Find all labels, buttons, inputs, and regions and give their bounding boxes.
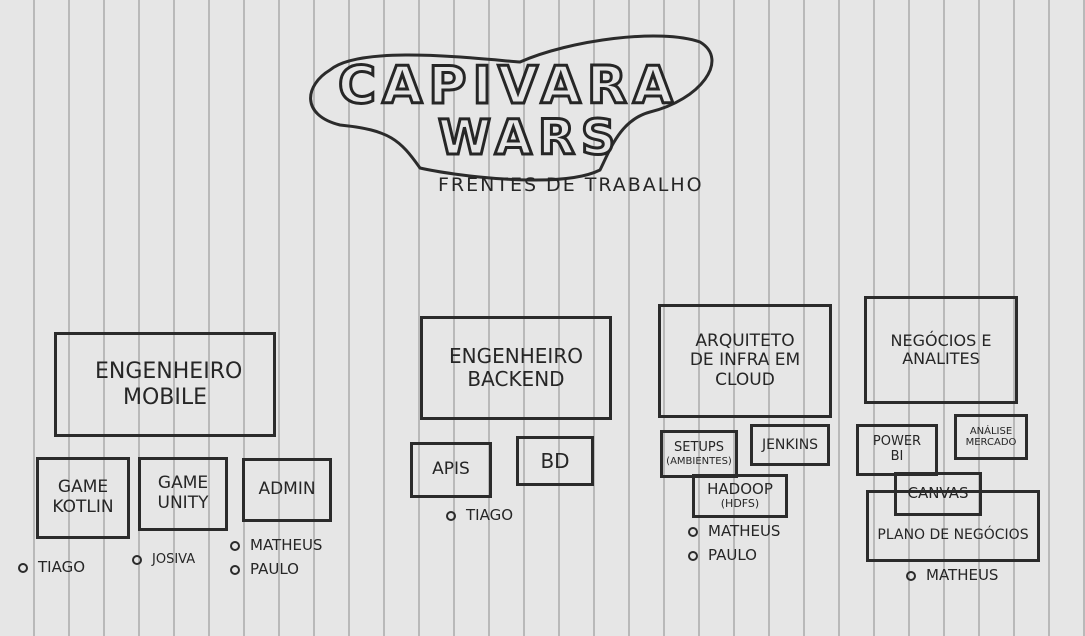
- bullet-icon: [688, 526, 698, 537]
- bullet-icon: [132, 554, 142, 565]
- bd-label: BD: [540, 448, 570, 473]
- negocios-label: NEGÓCIOS E ANALITES: [890, 330, 992, 368]
- analise-mercado-label: ANÁLISE MERCADO: [965, 425, 1017, 449]
- hdfs-label: (HDFS): [720, 497, 760, 511]
- hadoop-box: HADOOP (HDFS): [692, 474, 788, 518]
- person-tiago-mobile: TIAGO: [18, 558, 85, 576]
- person-matheus-business: MATHEUS: [906, 566, 998, 584]
- game-kotlin-label: GAME KOTLIN: [52, 477, 114, 517]
- admin-box: ADMIN: [242, 458, 332, 522]
- arquiteto-infra-label: ARQUITETO DE INFRA EM CLOUD: [689, 330, 801, 390]
- engenheiro-mobile-box: ENGENHEIRO MOBILE: [54, 332, 276, 437]
- person-paulo-mobile: PAULO: [230, 560, 299, 578]
- game-kotlin-box: GAME KOTLIN: [36, 457, 130, 539]
- setups-box: SETUPS (AMBIENTES): [660, 430, 738, 478]
- title-line2: WARS: [436, 109, 622, 168]
- engenheiro-mobile-label: ENGENHEIRO MOBILE: [95, 359, 243, 410]
- hadoop-label: HADOOP: [707, 480, 773, 499]
- engenheiro-backend-label: ENGENHEIRO BACKEND: [449, 344, 583, 391]
- plano-negocios-label: PLANO DE NEGÓCIOS: [877, 526, 1029, 543]
- jenkins-box: JENKINS: [750, 424, 830, 466]
- engenheiro-backend-box: ENGENHEIRO BACKEND: [420, 316, 612, 420]
- bullet-icon: [230, 540, 240, 551]
- negocios-box: NEGÓCIOS E ANALITES: [864, 296, 1018, 404]
- game-unity-label: GAME UNITY: [157, 473, 209, 513]
- game-unity-box: GAME UNITY: [138, 457, 228, 531]
- bullet-icon: [18, 562, 28, 573]
- admin-label: ADMIN: [258, 479, 316, 500]
- person-matheus-cloud: MATHEUS: [688, 522, 780, 540]
- apis-label: APIS: [432, 459, 470, 480]
- person-josiva: JOSIVA: [132, 552, 195, 567]
- analise-mercado-box: ANÁLISE MERCADO: [954, 414, 1028, 460]
- subtitle: FRENTES DE TRABALHO: [438, 174, 704, 196]
- bullet-icon: [230, 564, 240, 575]
- canvas-box: CANVAS: [894, 472, 982, 516]
- bullet-icon: [446, 510, 456, 521]
- title-line1: CAPIVARA: [336, 55, 680, 118]
- bullet-icon: [688, 550, 698, 561]
- canvas-label: CANVAS: [907, 484, 969, 503]
- bullet-icon: [906, 570, 916, 581]
- power-bi-box: POWER BI: [856, 424, 938, 476]
- arquiteto-infra-box: ARQUITETO DE INFRA EM CLOUD: [658, 304, 832, 418]
- plano-negocios-box: PLANO DE NEGÓCIOS: [866, 490, 1040, 562]
- person-matheus-mobile: MATHEUS: [230, 536, 322, 554]
- power-bi-label: POWER BI: [872, 434, 922, 464]
- bd-box: BD: [516, 436, 594, 486]
- jenkins-label: JENKINS: [761, 436, 819, 453]
- setups-label: SETUPS: [673, 439, 724, 455]
- apis-box: APIS: [410, 442, 492, 498]
- ambientes-label: (AMBIENTES): [666, 455, 732, 467]
- person-paulo-cloud: PAULO: [688, 546, 757, 564]
- person-tiago-backend: TIAGO: [446, 506, 513, 524]
